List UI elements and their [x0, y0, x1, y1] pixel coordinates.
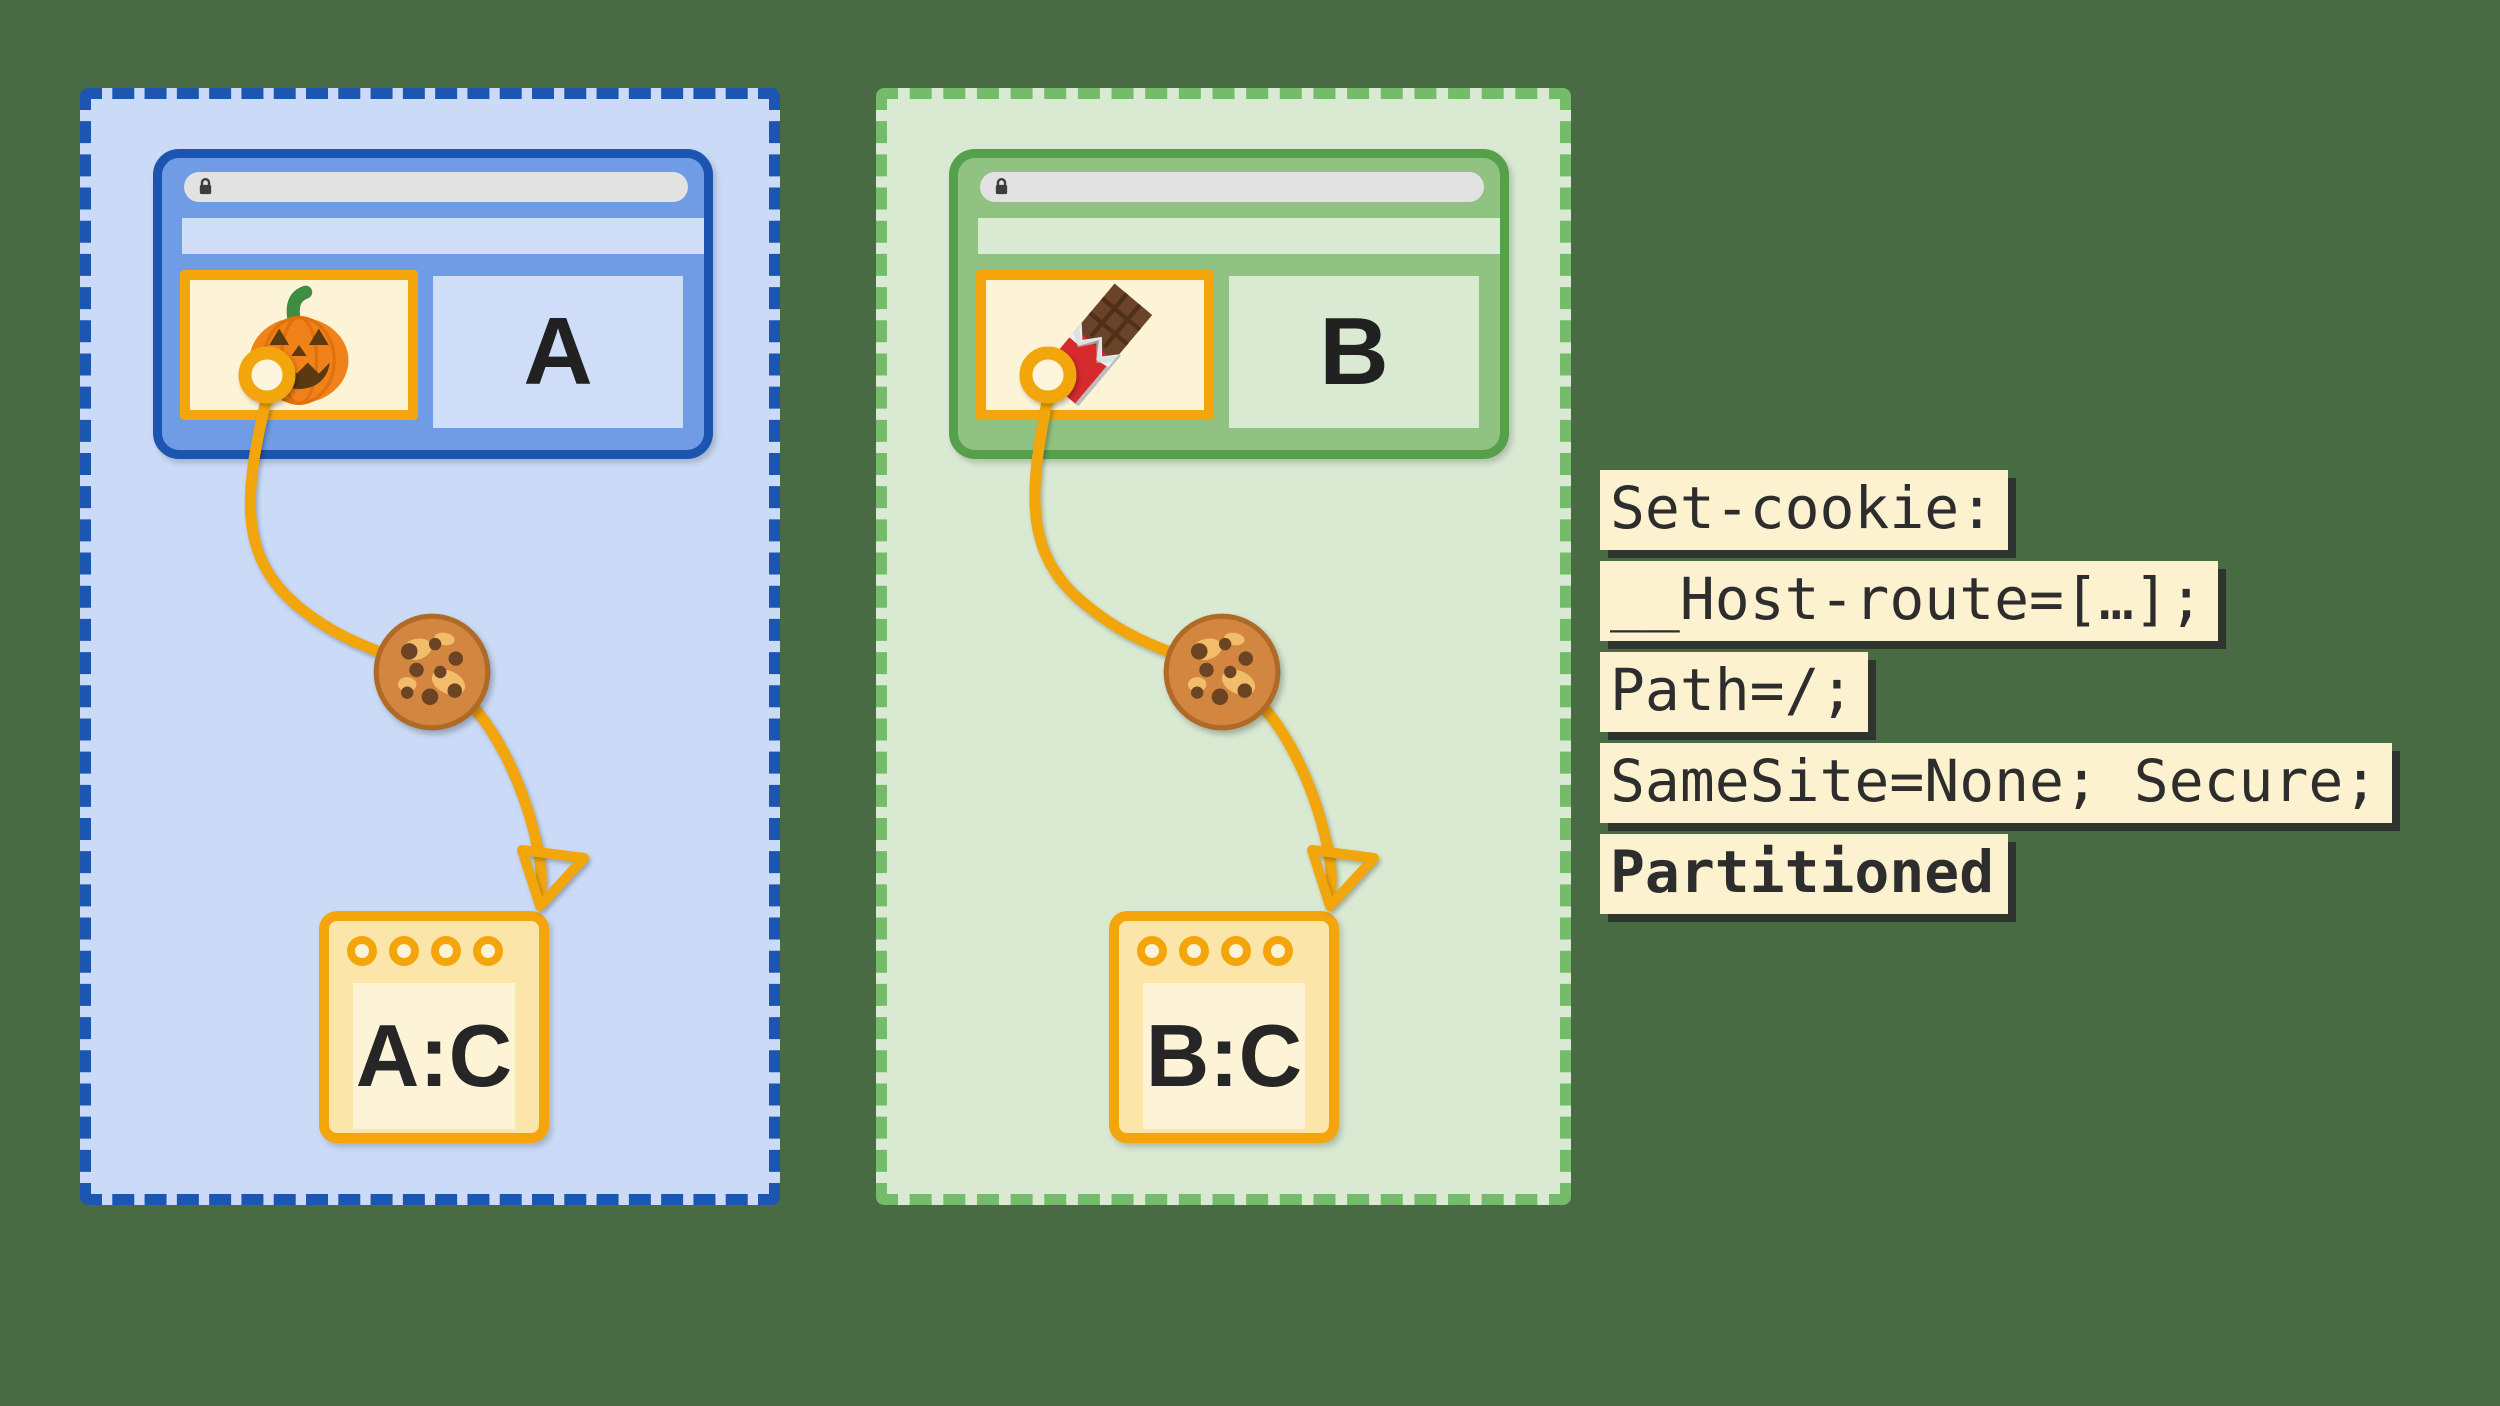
site-label-a: A	[523, 298, 593, 405]
storage-label-a: A:C	[355, 1006, 513, 1105]
dot-icon	[347, 936, 377, 966]
cookie-icon	[1163, 613, 1281, 731]
site-panel-b: B	[1229, 276, 1479, 428]
code-line-path: Path=/;	[1600, 652, 1869, 732]
code-line-set-cookie: Set-cookie:	[1600, 470, 2009, 550]
storage-dots-a	[347, 936, 539, 966]
dot-icon	[1221, 936, 1251, 966]
dot-icon	[1137, 936, 1167, 966]
set-cookie-code-block: Set-cookie: __Host-route=[…]; Path=/; Sa…	[1600, 470, 2393, 914]
dot-icon	[1179, 936, 1209, 966]
dot-icon	[431, 936, 461, 966]
url-bar-a	[184, 172, 688, 202]
url-bar-b	[980, 172, 1484, 202]
pumpkin-icon	[249, 285, 349, 405]
dot-icon	[473, 936, 503, 966]
code-line-host-route: __Host-route=[…];	[1600, 561, 2218, 641]
partition-storage-a: A:C	[319, 911, 549, 1143]
embedded-iframe-a	[180, 270, 418, 420]
code-line-partitioned: Partitioned	[1600, 834, 2009, 914]
lock-icon	[995, 178, 1008, 195]
embed-row-b: B	[976, 270, 1500, 428]
browser-window-b: B	[949, 149, 1509, 459]
embed-row-a: A	[180, 270, 704, 428]
storage-dots-b	[1137, 936, 1329, 966]
code-line-samesite: SameSite=None; Secure;	[1600, 743, 2393, 823]
site-panel-a: A	[433, 276, 683, 428]
embedded-iframe-b	[976, 270, 1214, 420]
dot-icon	[1263, 936, 1293, 966]
page-content-row-b	[978, 218, 1500, 254]
cookie-icon	[373, 613, 491, 731]
dot-icon	[389, 936, 419, 966]
page-content-row-a	[182, 218, 704, 254]
storage-panel-b: B:C	[1143, 983, 1305, 1129]
lock-icon	[199, 178, 212, 195]
chocolate-bar-icon	[1039, 283, 1153, 407]
site-label-b: B	[1319, 298, 1389, 405]
storage-label-b: B:C	[1145, 1006, 1303, 1105]
partition-storage-b: B:C	[1109, 911, 1339, 1143]
storage-panel-a: A:C	[353, 983, 515, 1129]
browser-window-a: A	[153, 149, 713, 459]
